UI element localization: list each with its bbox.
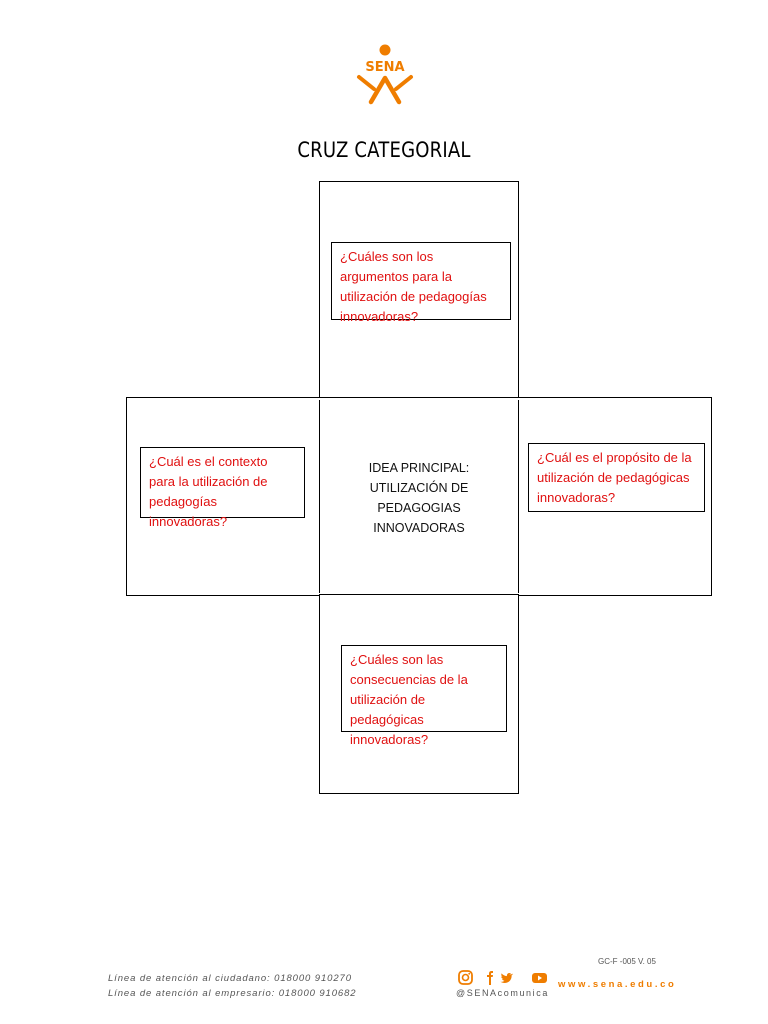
main-idea: IDEA PRINCIPAL: UTILIZACIÓN DE PEDAGOGIA…	[320, 458, 518, 538]
form-code: GC-F -005 V. 05	[598, 957, 656, 966]
facebook-icon[interactable]	[487, 971, 493, 985]
instagram-icon[interactable]	[458, 970, 473, 985]
cross-divider-left	[319, 400, 320, 593]
question-context: ¿Cuál es el contexto para la utilización…	[140, 447, 305, 529]
youtube-icon[interactable]	[532, 973, 547, 983]
main-idea-line: IDEA PRINCIPAL:	[368, 461, 470, 475]
main-idea-line: INNOVADORAS	[373, 521, 465, 535]
question-purpose: ¿Cuál es el propósito de la utilización …	[528, 443, 705, 512]
business-helpline: Línea de atención al empresario: 018000 …	[108, 988, 357, 999]
sena-logo: SENA	[357, 44, 413, 105]
social-handle[interactable]: @SENAcomunica	[456, 988, 549, 998]
question-arguments: ¿Cuáles son los argumentos para la utili…	[331, 242, 511, 324]
social-icons	[458, 970, 547, 985]
main-idea-line: PEDAGOGIAS	[377, 501, 461, 515]
helplines: Línea de atención al ciudadano: 018000 9…	[108, 971, 356, 1001]
logo-text: SENA	[365, 60, 404, 75]
page-title: CRUZ CATEGORIAL	[297, 138, 471, 162]
logo-head	[379, 44, 391, 56]
citizen-helpline: Línea de atención al ciudadano: 018000 9…	[108, 973, 352, 984]
twitter-icon[interactable]	[500, 973, 514, 983]
cross-divider-right	[518, 400, 519, 593]
main-idea-line: UTILIZACIÓN DE	[369, 481, 469, 495]
question-consequences: ¿Cuáles son las consecuencias de la util…	[341, 645, 507, 747]
website-link[interactable]: www.sena.edu.co	[558, 979, 677, 990]
